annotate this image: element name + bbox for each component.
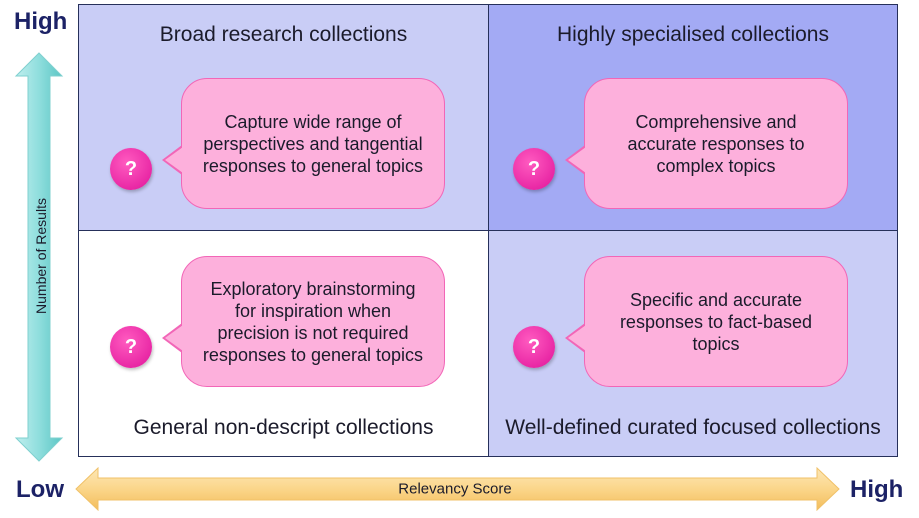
vertical-double-arrow-icon [14, 52, 64, 462]
quadrant-title: Highly specialised collections [557, 23, 829, 46]
question-mark-icon: ? [110, 326, 152, 368]
y-axis-title: Number of Results [33, 198, 49, 314]
quadrant-top-left: Broad research collections Capture wide … [79, 5, 489, 231]
quadrant-description: Exploratory brainstorming for inspiratio… [202, 278, 424, 365]
quadrant-description: Comprehensive and accurate responses to … [627, 111, 805, 176]
quadrant-title: Broad research collections [159, 23, 408, 46]
speech-bubble: Specific and accurate responses to fact-… [565, 256, 848, 387]
question-mark-icon: ? [110, 148, 152, 190]
question-mark-icon: ? [513, 148, 555, 190]
quadrant-bottom-right: Specific and accurate responses to fact-… [489, 231, 897, 456]
x-axis-high-label: High [850, 476, 904, 503]
speech-bubble: Capture wide range of perspectives and t… [162, 78, 445, 209]
quadrant-description: Capture wide range of perspectives and t… [202, 111, 424, 176]
speech-bubble: Comprehensive and accurate responses to … [565, 78, 848, 209]
quadrant-bottom-left: Exploratory brainstorming for inspiratio… [79, 231, 489, 456]
quadrant-top-right: Highly specialised collections Comprehen… [489, 5, 897, 231]
x-axis-low-label: Low [16, 476, 64, 503]
quadrant-title: General non-descript collections [133, 416, 434, 439]
speech-bubble: Exploratory brainstorming for inspiratio… [162, 256, 445, 387]
question-mark-icon: ? [513, 326, 555, 368]
y-axis-high-label: High [14, 8, 68, 35]
x-axis-title: Relevancy Score [398, 480, 512, 498]
quadrant-title: Well-defined curated focused collections [505, 416, 881, 439]
horizontal-double-arrow-icon [75, 467, 840, 511]
quadrant-description: Specific and accurate responses to fact-… [619, 289, 813, 354]
quadrant-grid: Broad research collections Capture wide … [78, 4, 898, 457]
